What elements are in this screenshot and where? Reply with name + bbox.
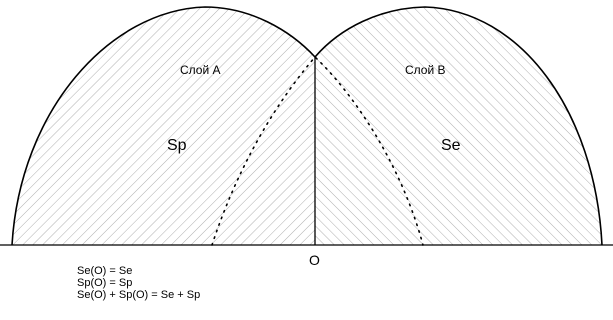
layer-b-label: Слой В	[405, 63, 446, 77]
layer-b-outline	[314, 6, 603, 246]
sp-area-label: Sp	[167, 137, 187, 154]
se-area-label: Se	[441, 137, 461, 154]
equation-se: Se(O) = Se	[77, 265, 133, 277]
origin-label: O	[309, 252, 320, 268]
layer-b-region	[315, 7, 602, 245]
layer-a-region	[12, 7, 315, 245]
equation-sum: Se(O) + Sp(O) = Se + Sp	[77, 289, 201, 301]
equation-sp: Sp(O) = Sp	[77, 277, 133, 289]
layer-a-outline	[11, 6, 316, 246]
layer-a-label: Слой А	[180, 63, 221, 77]
